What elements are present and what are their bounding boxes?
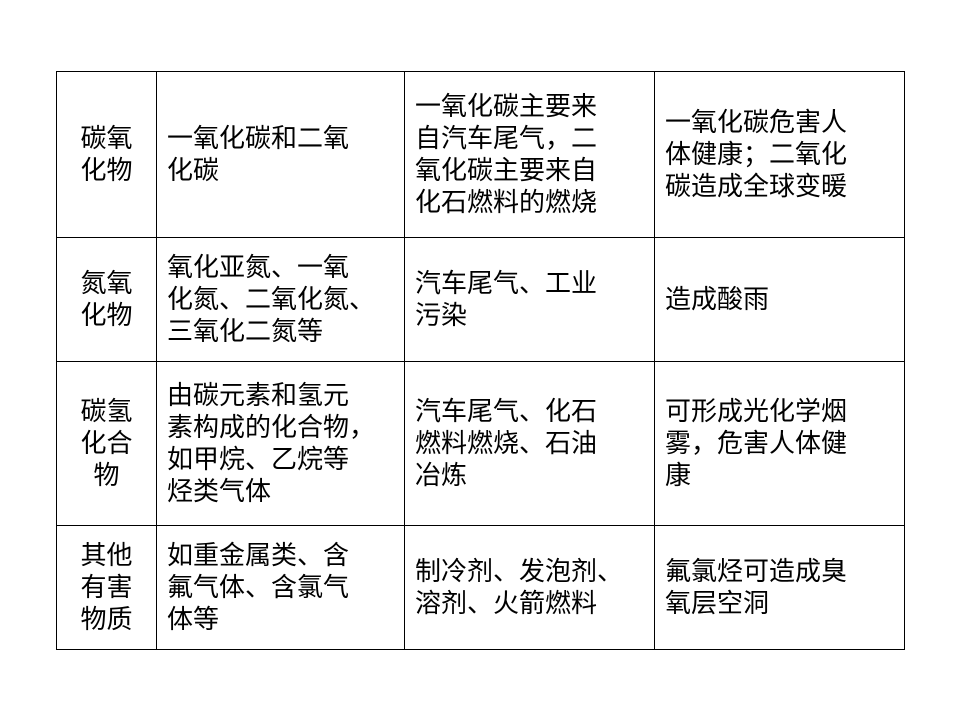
table-row: 其他 有害 物质 如重金属类、含 氟气体、含氯气 体等 制冷剂、发泡剂、 溶剂、… (56, 525, 905, 650)
substances-cell: 一氧化碳和二氧 化碳 (156, 71, 405, 238)
category-cell: 碳氧 化物 (56, 71, 157, 238)
sources-cell: 一氧化碳主要来 自汽车尾气，二 氧化碳主要来自 化石燃料的燃烧 (404, 71, 655, 238)
category-cell: 氮氧 化物 (56, 237, 157, 362)
pollutant-table: 碳氧 化物 一氧化碳和二氧 化碳 一氧化碳主要来 自汽车尾气，二 氧化碳主要来自… (56, 71, 905, 650)
table-row: 碳氧 化物 一氧化碳和二氧 化碳 一氧化碳主要来 自汽车尾气，二 氧化碳主要来自… (56, 71, 905, 238)
sources-cell: 汽车尾气、工业 污染 (404, 237, 655, 362)
substances-cell: 如重金属类、含 氟气体、含氯气 体等 (156, 525, 405, 650)
harm-cell: 一氧化碳危害人 体健康；二氧化 碳造成全球变暖 (654, 71, 905, 238)
category-cell: 碳氢 化合 物 (56, 361, 157, 526)
harm-cell: 可形成光化学烟 雾，危害人体健 康 (654, 361, 905, 526)
substances-cell: 由碳元素和氢元 素构成的化合物， 如甲烷、乙烷等 烃类气体 (156, 361, 405, 526)
harm-cell: 氟氯烃可造成臭 氧层空洞 (654, 525, 905, 650)
sources-cell: 汽车尾气、化石 燃料燃烧、石油 冶炼 (404, 361, 655, 526)
table-row: 碳氢 化合 物 由碳元素和氢元 素构成的化合物， 如甲烷、乙烷等 烃类气体 汽车… (56, 361, 905, 526)
sources-cell: 制冷剂、发泡剂、 溶剂、火箭燃料 (404, 525, 655, 650)
category-cell: 其他 有害 物质 (56, 525, 157, 650)
substances-cell: 氧化亚氮、一氧 化氮、二氧化氮、 三氧化二氮等 (156, 237, 405, 362)
table-row: 氮氧 化物 氧化亚氮、一氧 化氮、二氧化氮、 三氧化二氮等 汽车尾气、工业 污染… (56, 237, 905, 362)
harm-cell: 造成酸雨 (654, 237, 905, 362)
